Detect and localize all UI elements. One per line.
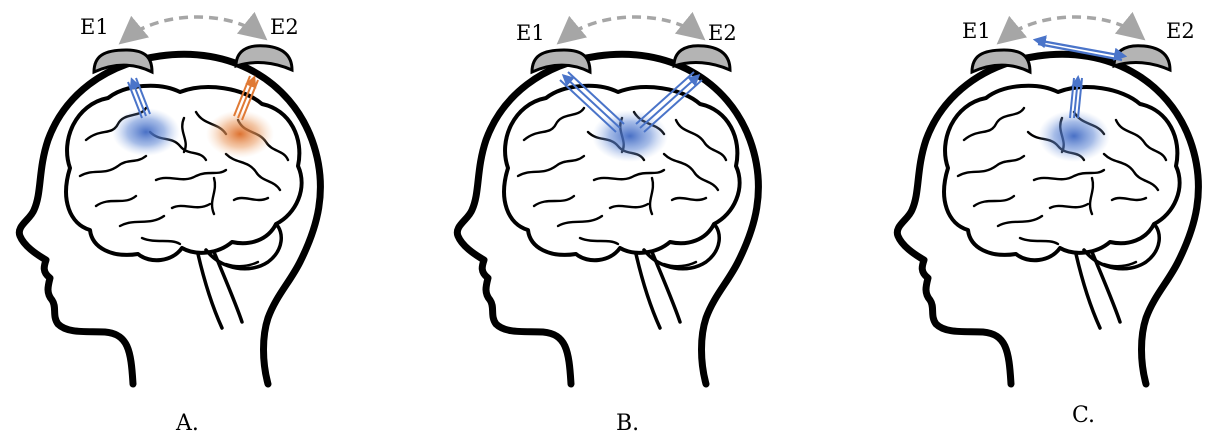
panel-caption: A. bbox=[175, 411, 199, 435]
electrode-label-e2: E2 bbox=[270, 15, 299, 39]
panel-caption: C. bbox=[1072, 403, 1095, 428]
head-brain-outline bbox=[19, 17, 320, 384]
source-blob-blue bbox=[592, 110, 668, 162]
source-blob-orange bbox=[206, 110, 274, 158]
electrode-label-e1: E1 bbox=[962, 19, 991, 43]
electrode-label-e2: E2 bbox=[1166, 19, 1195, 43]
panel-b: E1 E2 B. bbox=[457, 17, 758, 435]
electrode-label-e1: E1 bbox=[80, 15, 109, 39]
panel-caption: B. bbox=[616, 411, 639, 435]
panel-a: E1 E2 A. bbox=[19, 15, 320, 435]
electrode-label-e2: E2 bbox=[708, 21, 737, 45]
electrode-label-e1: E1 bbox=[516, 21, 545, 45]
panel-c: E1 E2 C. bbox=[897, 17, 1198, 428]
head-brain-outline bbox=[897, 17, 1198, 384]
head-brain-outline bbox=[457, 17, 758, 384]
